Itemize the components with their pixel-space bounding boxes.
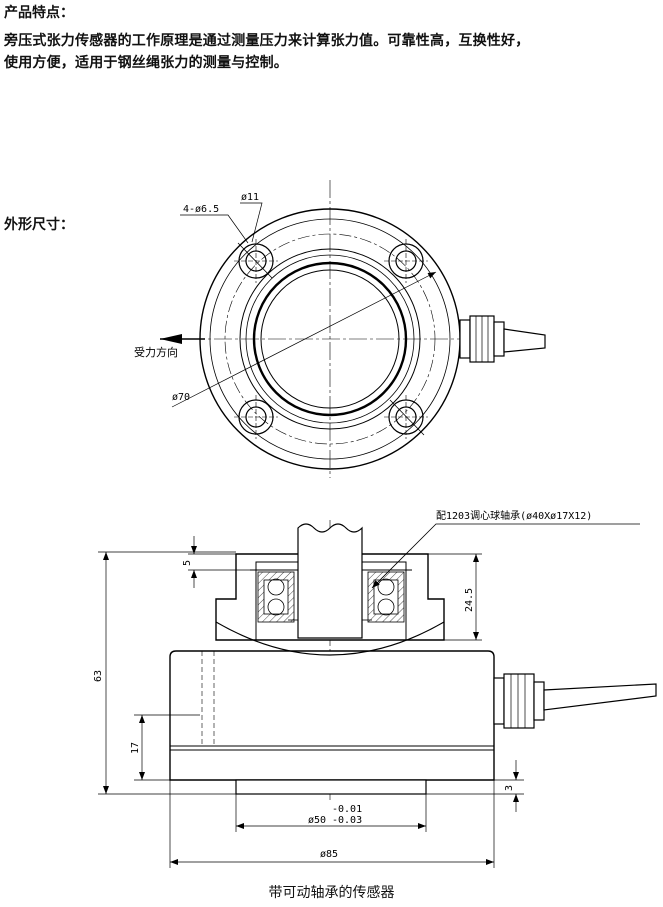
cable-gland xyxy=(459,315,546,363)
dim-17: 17 xyxy=(130,742,141,754)
side-view xyxy=(98,520,657,868)
cable-gland-side xyxy=(493,673,657,729)
label-holes: 4-ø6.5 xyxy=(183,204,219,215)
center-bore-ring xyxy=(252,261,408,417)
bolt-circle xyxy=(224,233,436,445)
bearing-right xyxy=(367,571,405,623)
dim-5: 5 xyxy=(182,560,193,566)
label-counterbore: ø11 xyxy=(241,192,259,203)
dim-63-lines xyxy=(98,551,236,795)
features-description: 旁压式张力传感器的工作原理是通过测量压力来计算张力值。可靠性高，互换性好， 使用… xyxy=(4,30,659,74)
dim-5-lines xyxy=(188,536,256,588)
bearing-left xyxy=(257,571,295,623)
label-bolt-circle: ø70 xyxy=(172,392,190,403)
features-heading: 产品特点： xyxy=(4,5,74,21)
dim-85: ø85 xyxy=(320,849,338,860)
label-force-direction: 受力方向 xyxy=(134,345,178,359)
dim-3: 3 xyxy=(504,785,515,791)
dim-24-5: 24.5 xyxy=(464,588,475,612)
features-line-1: 旁压式张力传感器的工作原理是通过测量压力来计算张力值。可靠性高，互换性好， xyxy=(4,33,530,49)
figure-caption: 带可动轴承的传感器 xyxy=(268,885,395,901)
dim-17-lines xyxy=(134,714,200,781)
label-bearing: 配1203调心球轴承(ø40Xø17X12) xyxy=(436,509,592,522)
dim-63: 63 xyxy=(93,670,104,682)
dim-50-lower-tol: -0.03 xyxy=(332,815,362,826)
dim-50-lines xyxy=(235,794,427,832)
top-view xyxy=(160,180,546,478)
dimensions-heading: 外形尺寸： xyxy=(4,217,74,233)
dim-50-upper-tol: -0.01 xyxy=(332,804,362,815)
dim-50-base: ø50 xyxy=(308,815,326,826)
dim-85-lines xyxy=(169,780,495,868)
dim-24-5-lines xyxy=(428,553,482,641)
sensor-body xyxy=(169,650,495,781)
shaft xyxy=(297,523,363,639)
dim-3-lines xyxy=(426,760,524,812)
features-line-2: 使用方便，适用于钢丝绳张力的测量与控制。 xyxy=(4,55,288,71)
base-boss xyxy=(235,779,427,795)
